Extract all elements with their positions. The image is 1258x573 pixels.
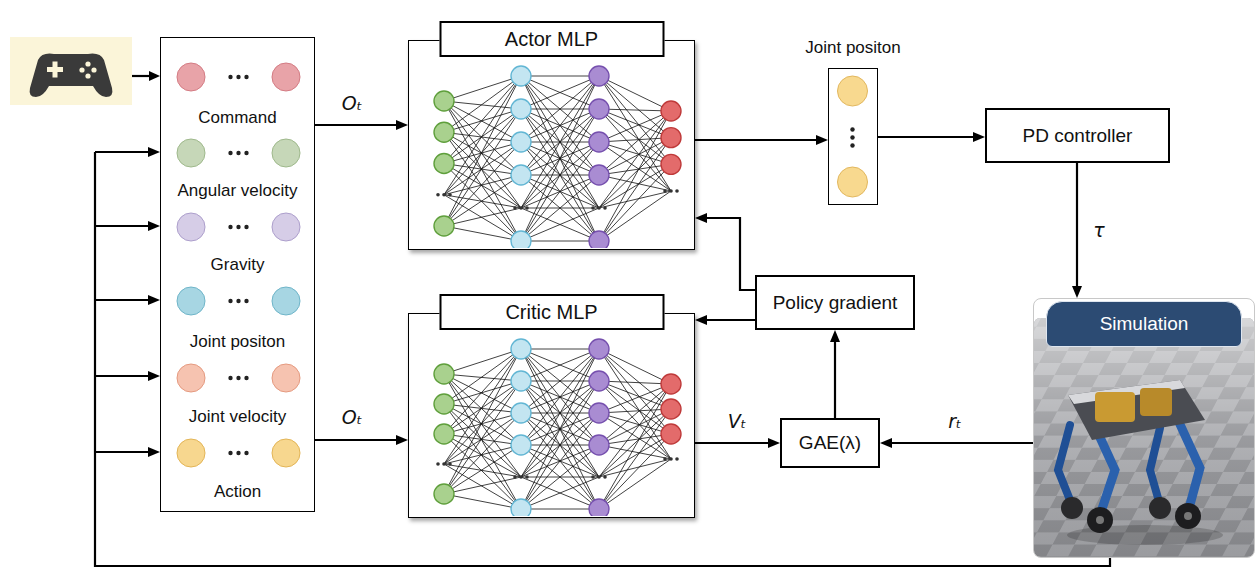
signal-label: Vₜ — [725, 410, 750, 432]
connector-arrow — [878, 132, 985, 142]
process-box: GAE(λ) — [780, 418, 880, 468]
signal-label: τ — [1090, 219, 1107, 241]
connector-arrow — [315, 435, 408, 445]
connector-arrow — [695, 213, 755, 290]
box-label: PD controller — [1023, 125, 1133, 147]
connector-arrow — [695, 315, 755, 325]
input-label: Joint velocity — [161, 407, 314, 427]
network-box: Actor MLP — [408, 40, 695, 250]
signal-label: Oₜ — [339, 406, 366, 428]
connector-arrow — [830, 330, 840, 418]
input-label: Joint positon — [161, 332, 314, 352]
signal-label: Oₜ — [339, 92, 366, 114]
input-label: Command — [161, 108, 314, 128]
connector-arrow — [695, 438, 780, 448]
signal-label: rₜ — [945, 410, 964, 432]
simulation-panel: Simulation — [1033, 298, 1255, 558]
connector-arrow — [880, 438, 1033, 448]
box-label: GAE(λ) — [799, 432, 861, 454]
input-label: Angular velocity — [161, 181, 314, 201]
connector-arrow — [315, 120, 408, 130]
network-neurons — [434, 339, 681, 516]
simulation-scene — [1034, 318, 1254, 557]
vector-heading: Joint positon — [805, 38, 900, 58]
panel-title: Simulation — [1100, 313, 1189, 335]
network-box: Critic MLP — [408, 313, 695, 518]
connector-arrow — [695, 135, 828, 145]
gamepad-icon — [10, 37, 132, 105]
process-box: PD controller — [985, 108, 1170, 163]
network-neurons — [434, 66, 681, 248]
network-links — [444, 349, 671, 509]
network-title-box: Actor MLP — [439, 21, 664, 57]
input-arrowhead — [149, 71, 160, 81]
network-links — [444, 76, 671, 241]
input-label: Gravity — [161, 255, 314, 275]
network-drawing — [409, 314, 693, 516]
observation-box: CommandAngular velocityGravityJoint posi… — [160, 37, 315, 512]
process-box: Policy gradient — [755, 275, 915, 330]
input-label: Action — [161, 482, 314, 502]
network-title-box: Critic MLP — [439, 294, 664, 330]
network-title: Critic MLP — [453, 300, 650, 324]
box-label: Policy gradient — [773, 292, 898, 314]
vector-box: Joint positon — [828, 68, 878, 205]
network-drawing — [409, 41, 693, 248]
robot-figure — [1058, 380, 1205, 533]
network-title: Actor MLP — [453, 27, 650, 51]
vector-circles — [829, 69, 876, 203]
simulation-header: Simulation — [1046, 301, 1242, 347]
connector-arrow — [1072, 163, 1082, 298]
